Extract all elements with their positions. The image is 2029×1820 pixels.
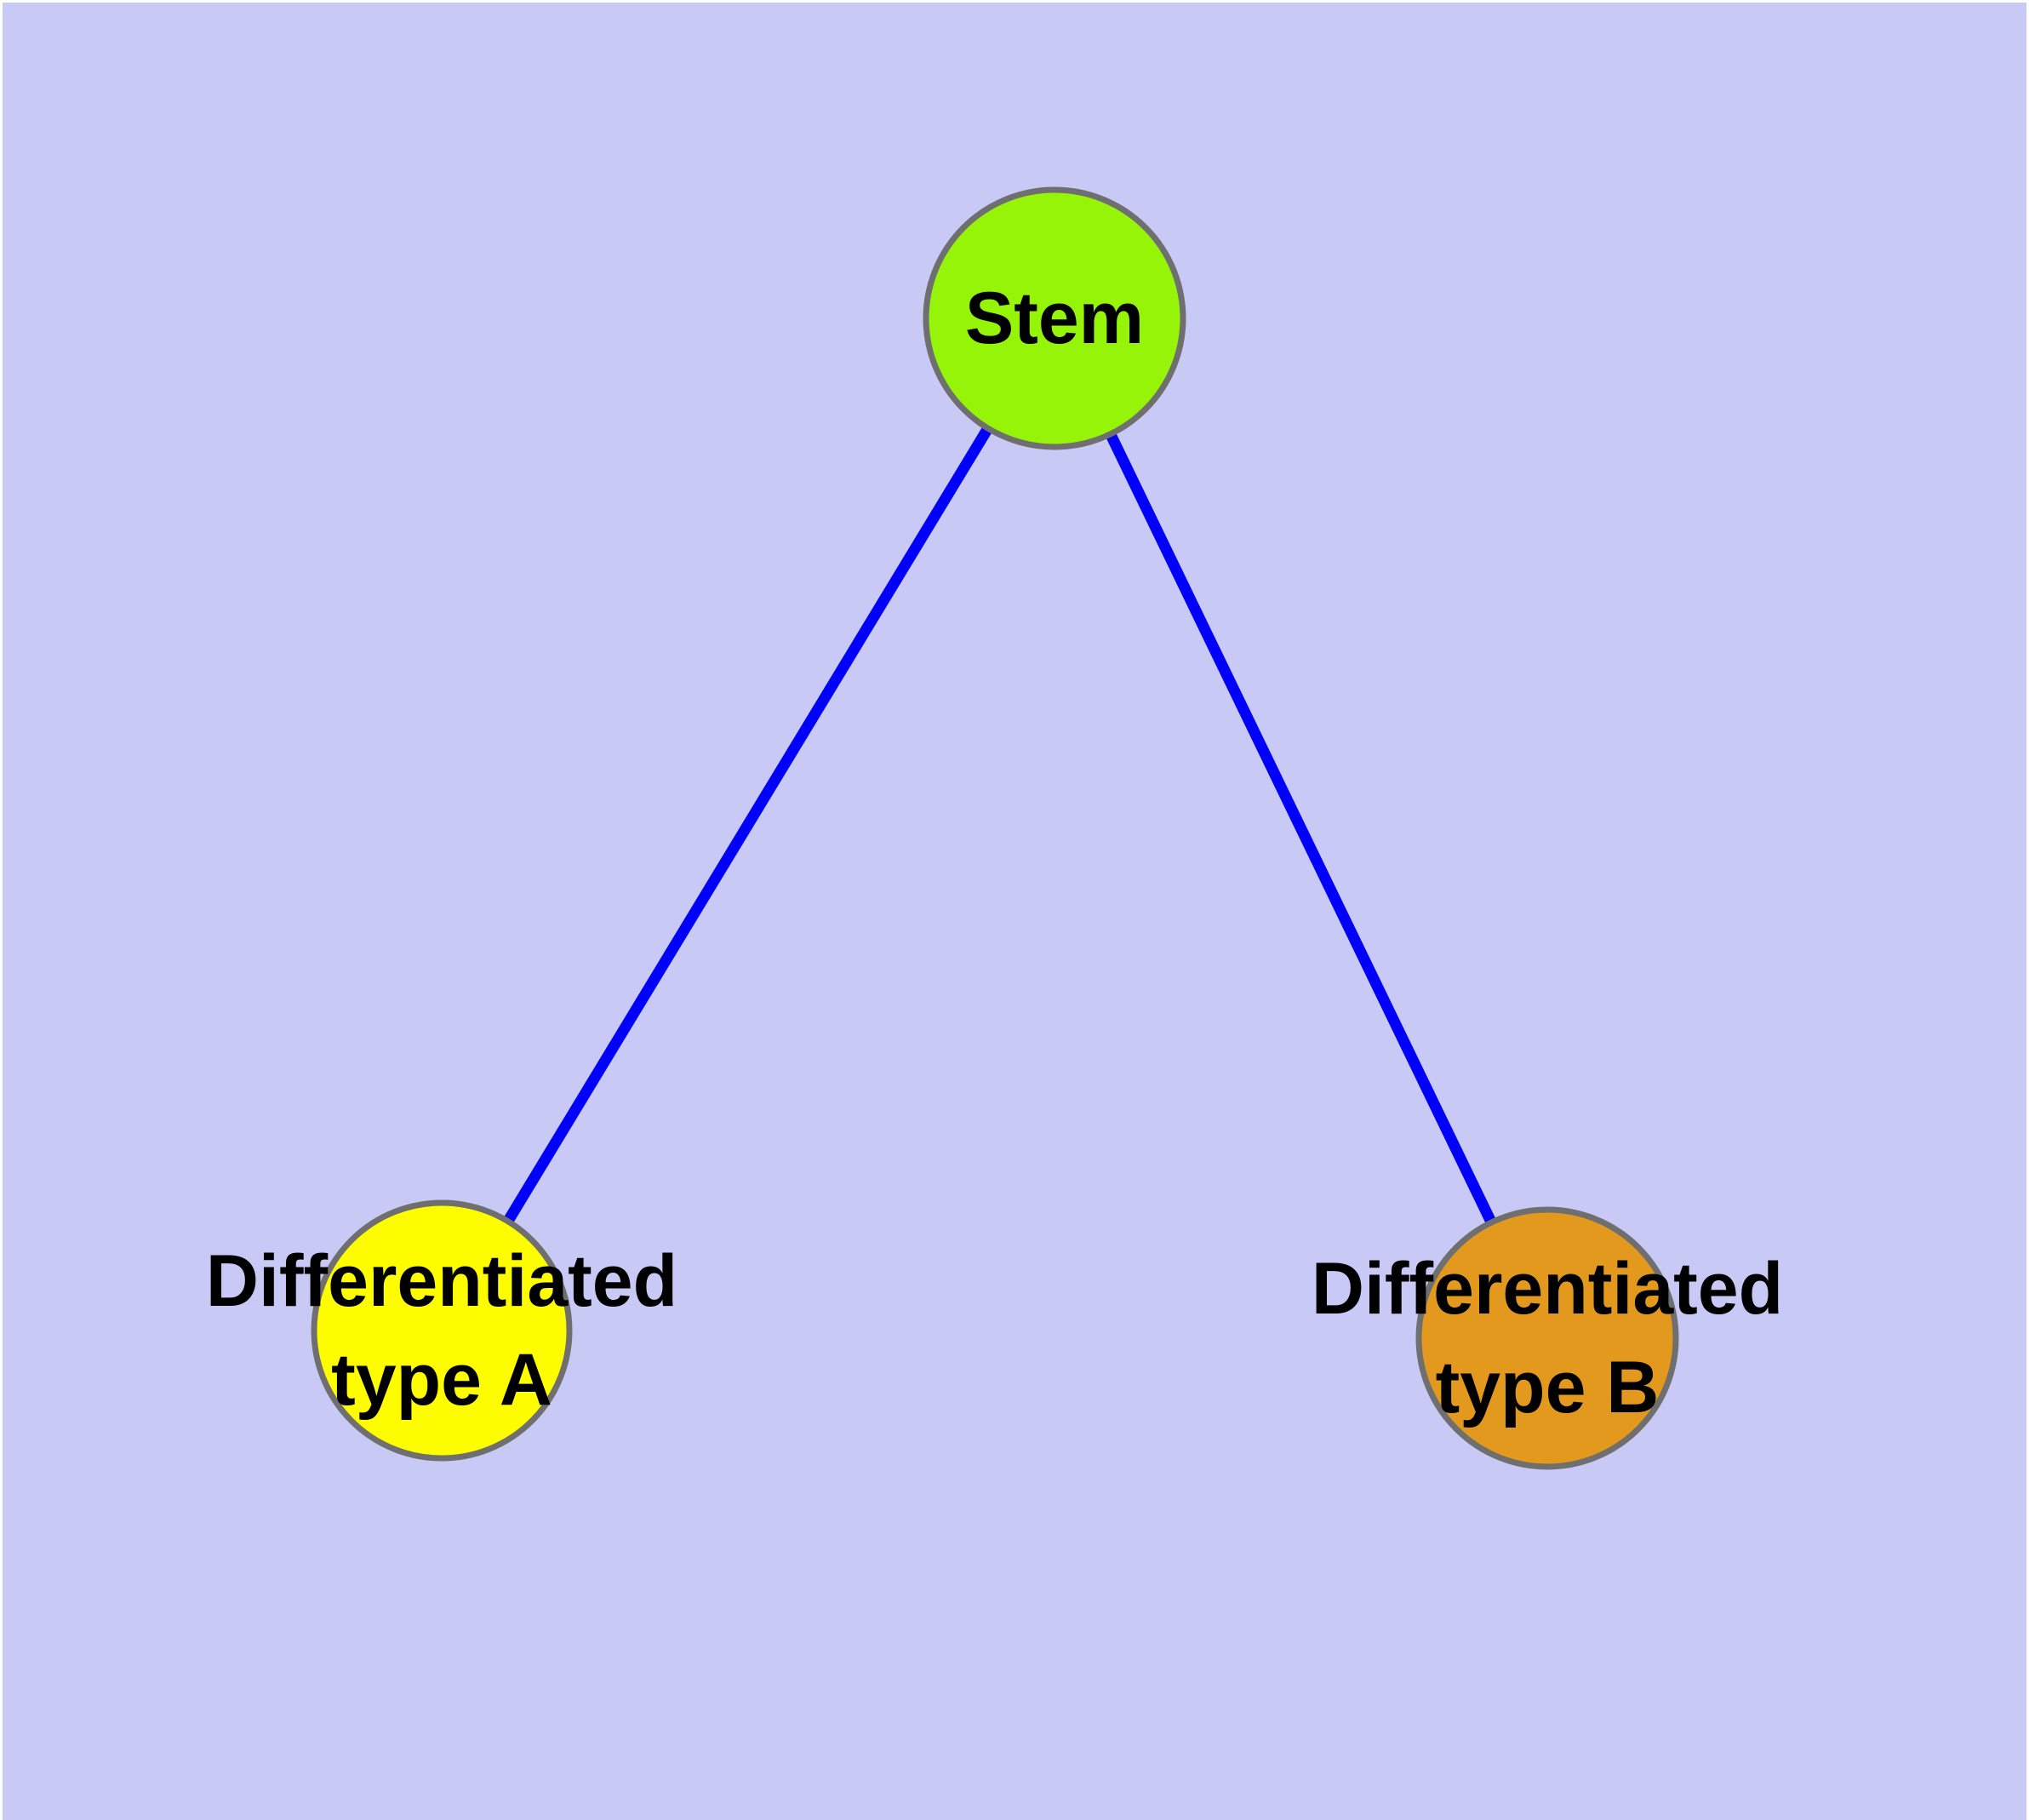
edge-stem-typeB bbox=[1049, 316, 1552, 1341]
node-circle-typeB bbox=[1415, 1206, 1679, 1470]
edge-stem-typeA bbox=[437, 315, 1060, 1334]
node-circle-typeA bbox=[311, 1199, 573, 1462]
node-circle-stem bbox=[923, 186, 1186, 450]
